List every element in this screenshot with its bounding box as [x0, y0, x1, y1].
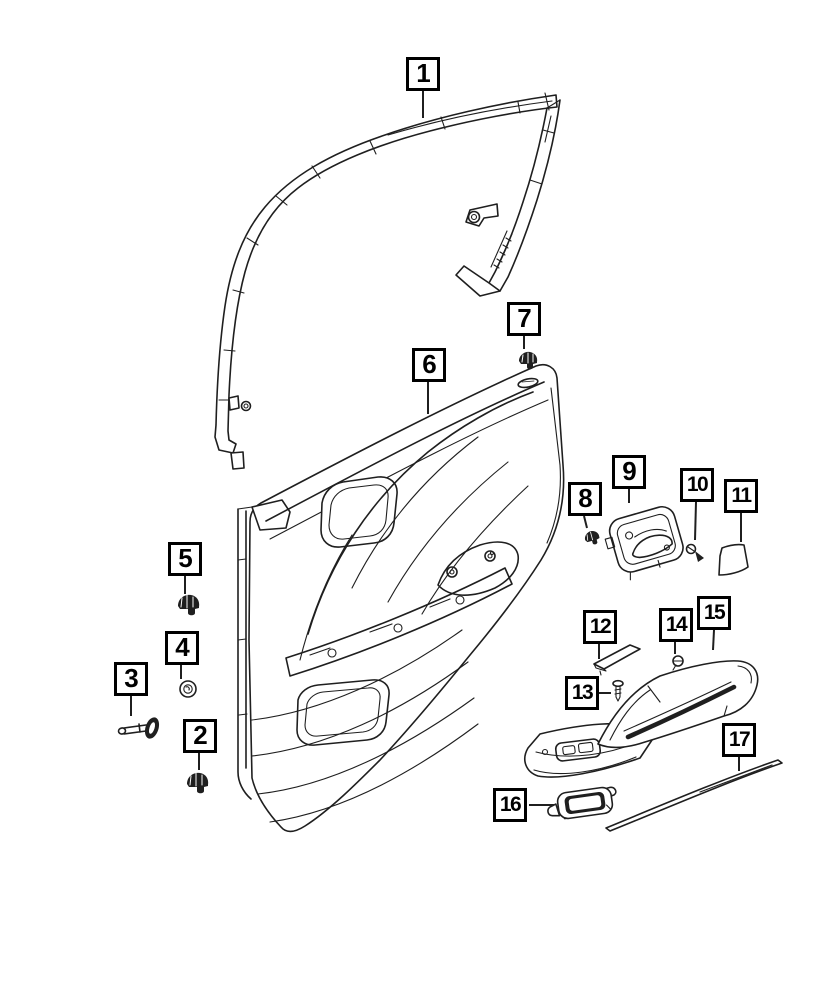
callout-number-15: 15 — [703, 600, 726, 624]
callout-number-3: 3 — [124, 663, 139, 693]
callout-box-8: 8 — [568, 482, 602, 516]
callout-number-11: 11 — [731, 483, 752, 507]
callout-number-10: 10 — [686, 472, 709, 496]
part-15-armrest — [597, 660, 759, 749]
callout-box-12: 12 — [583, 610, 617, 644]
callout-number-16: 16 — [499, 792, 522, 816]
part-14-retainer — [672, 655, 684, 671]
callout-box-3: 3 — [114, 662, 148, 696]
callout-box-9: 9 — [612, 455, 646, 489]
part-5-retainer-clip — [178, 594, 200, 616]
part-11-patch — [718, 543, 749, 576]
callout-number-5: 5 — [178, 543, 193, 573]
part-8-retainer-clip — [584, 530, 600, 545]
callout-box-5: 5 — [168, 542, 202, 576]
part-4-grommet — [179, 680, 197, 698]
part-10-screw — [685, 543, 704, 562]
callout-number-8: 8 — [578, 483, 593, 513]
part-9-inside-handle-bezel — [604, 505, 684, 581]
leader-lines — [130, 91, 742, 806]
leader-line-15 — [712, 629, 715, 651]
callout-number-17: 17 — [728, 727, 751, 751]
callout-box-13: 13 — [565, 676, 599, 710]
callout-number-1: 1 — [416, 58, 431, 88]
callout-box-17: 17 — [722, 723, 756, 757]
callout-number-6: 6 — [422, 349, 437, 379]
part-12-trim-strip — [593, 644, 641, 676]
callout-box-2: 2 — [183, 719, 217, 753]
part-13-screw — [612, 679, 624, 702]
callout-box-1: 1 — [406, 57, 440, 91]
callout-box-4: 4 — [165, 631, 199, 665]
callout-number-13: 13 — [571, 680, 594, 704]
part-1-window-frame-molding — [214, 92, 561, 470]
callout-box-10: 10 — [680, 468, 714, 502]
callout-box-15: 15 — [697, 596, 731, 630]
part-3-push-pin — [117, 717, 160, 739]
callout-number-7: 7 — [517, 303, 532, 333]
leader-line-10 — [694, 501, 697, 541]
callout-box-11: 11 — [724, 479, 758, 513]
callout-box-14: 14 — [659, 608, 693, 642]
callout-number-4: 4 — [175, 632, 190, 662]
callout-number-12: 12 — [589, 614, 612, 638]
leader-line-8 — [583, 515, 588, 529]
callout-box-6: 6 — [412, 348, 446, 382]
callout-number-9: 9 — [622, 456, 637, 486]
part-17-trim-molding — [605, 759, 783, 832]
part-7-retainer-clip — [519, 351, 538, 370]
callout-box-16: 16 — [493, 788, 527, 822]
callout-box-7: 7 — [507, 302, 541, 336]
callout-number-14: 14 — [665, 612, 688, 636]
part-6-door-trim-panel — [237, 363, 565, 833]
part-16-switch-bezel — [547, 786, 617, 820]
callout-number-2: 2 — [193, 720, 208, 750]
part-2-retainer-clip — [187, 772, 209, 794]
